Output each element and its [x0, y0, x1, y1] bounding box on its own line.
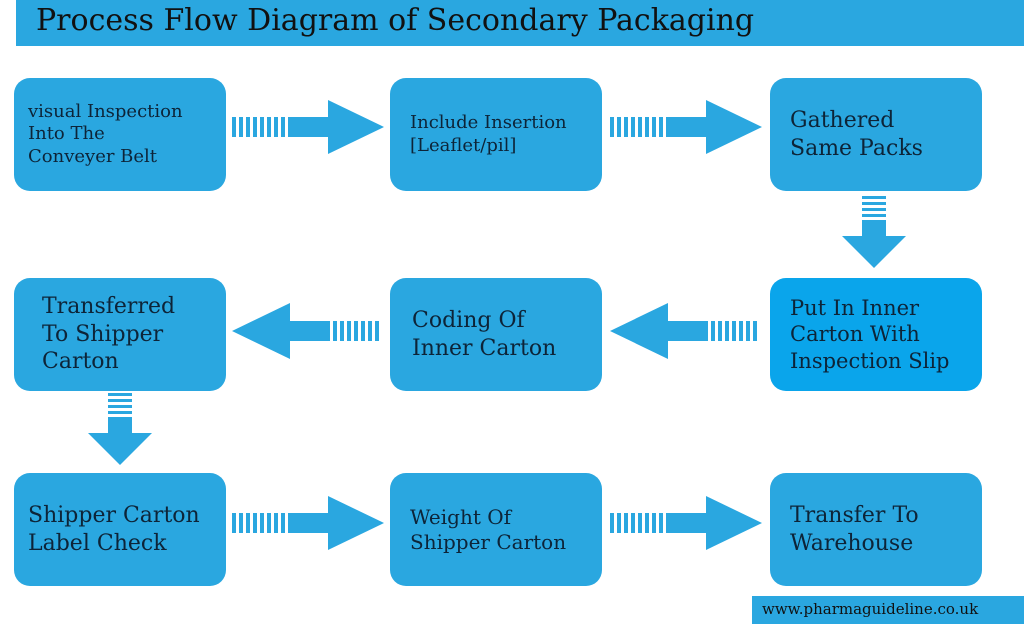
step-gathered-same-packs: Gathered Same Packs: [770, 78, 982, 191]
step-label: Include Insertion [Leaflet/pil]: [410, 112, 567, 156]
step-label: Transfer To Warehouse: [790, 503, 919, 556]
step-label: visual Inspection Into The Conveyer Belt: [28, 100, 183, 167]
arrow-down-icon: [842, 196, 906, 268]
step-coding-inner-carton: Coding Of Inner Carton: [390, 278, 602, 391]
step-label: Shipper Carton Label Check: [28, 503, 200, 556]
arrow-right-icon: [610, 496, 762, 550]
step-label: Coding Of Inner Carton: [412, 308, 557, 361]
step-label: Put In Inner Carton With Inspection Slip: [790, 296, 950, 373]
arrow-right-icon: [232, 100, 384, 154]
arrow-left-icon: [610, 303, 757, 359]
page-title: Process Flow Diagram of Secondary Packag…: [36, 3, 755, 38]
step-include-insertion: Include Insertion [Leaflet/pil]: [390, 78, 602, 191]
arrow-down-icon: [88, 393, 152, 465]
footer-banner: www.pharmaguideline.co.uk: [752, 596, 1024, 624]
step-transferred-to-shipper: Transferred To Shipper Carton: [14, 278, 226, 391]
step-weight-shipper-carton: Weight Of Shipper Carton: [390, 473, 602, 586]
website-link[interactable]: www.pharmaguideline.co.uk: [762, 600, 979, 618]
title-banner: Process Flow Diagram of Secondary Packag…: [16, 0, 1024, 46]
step-label: Weight Of Shipper Carton: [410, 504, 567, 554]
step-shipper-label-check: Shipper Carton Label Check: [14, 473, 226, 586]
step-visual-inspection: visual Inspection Into The Conveyer Belt: [14, 78, 226, 191]
step-label: Gathered Same Packs: [790, 108, 923, 161]
arrow-left-icon: [232, 303, 379, 359]
arrow-right-icon: [610, 100, 762, 154]
step-label: Transferred To Shipper Carton: [42, 294, 176, 375]
step-put-in-inner-carton: Put In Inner Carton With Inspection Slip: [770, 278, 982, 391]
step-transfer-to-warehouse: Transfer To Warehouse: [770, 473, 982, 586]
arrow-right-icon: [232, 496, 384, 550]
